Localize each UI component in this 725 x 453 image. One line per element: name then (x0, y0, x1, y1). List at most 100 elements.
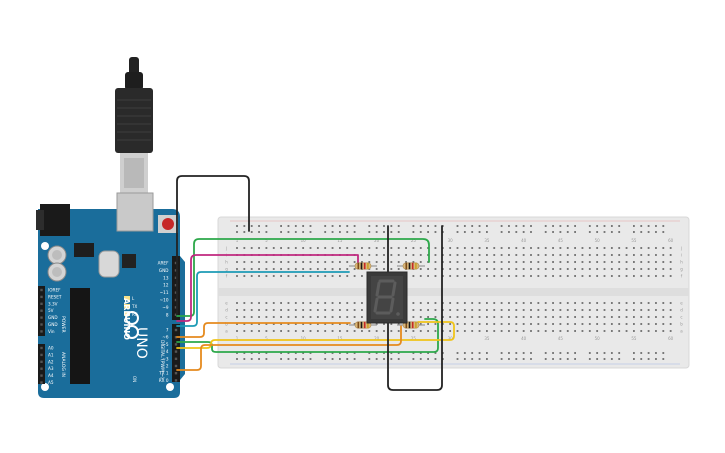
rail-hole[interactable] (463, 358, 466, 360)
rail-hole[interactable] (390, 231, 393, 233)
terminal-hole[interactable] (272, 275, 275, 277)
terminal-hole[interactable] (346, 330, 349, 332)
terminal-hole[interactable] (463, 330, 466, 332)
terminal-hole[interactable] (419, 254, 422, 256)
terminal-hole[interactable] (647, 247, 650, 249)
rail-hole[interactable] (302, 352, 305, 354)
terminal-hole[interactable] (302, 268, 305, 270)
digital-bottom-pin[interactable] (174, 357, 178, 360)
terminal-hole[interactable] (280, 275, 282, 277)
terminal-hole[interactable] (493, 309, 496, 311)
terminal-hole[interactable] (272, 323, 275, 325)
rail-hole[interactable] (287, 225, 290, 227)
terminal-hole[interactable] (596, 261, 599, 263)
terminal-hole[interactable] (530, 275, 532, 277)
rail-hole[interactable] (647, 352, 650, 354)
terminal-hole[interactable] (250, 330, 253, 332)
terminal-hole[interactable] (647, 309, 650, 311)
rail-hole[interactable] (610, 358, 613, 360)
terminal-hole[interactable] (610, 316, 613, 318)
terminal-hole[interactable] (581, 275, 584, 277)
terminal-hole[interactable] (537, 302, 540, 304)
terminal-hole[interactable] (515, 261, 518, 263)
terminal-hole[interactable] (419, 247, 422, 249)
terminal-hole[interactable] (493, 254, 496, 256)
rail-hole[interactable] (339, 225, 341, 227)
digital-bottom-pin[interactable] (174, 336, 178, 339)
terminal-hole[interactable] (596, 323, 599, 325)
terminal-hole[interactable] (280, 268, 282, 270)
terminal-hole[interactable] (603, 247, 606, 249)
rail-hole[interactable] (515, 352, 518, 354)
terminal-hole[interactable] (419, 309, 422, 311)
terminal-hole[interactable] (471, 309, 474, 311)
rail-hole[interactable] (478, 231, 481, 233)
terminal-hole[interactable] (449, 309, 452, 311)
terminal-hole[interactable] (302, 247, 305, 249)
terminal-hole[interactable] (486, 323, 488, 325)
terminal-hole[interactable] (669, 254, 672, 256)
terminal-hole[interactable] (463, 302, 466, 304)
terminal-hole[interactable] (552, 309, 554, 311)
rail-hole[interactable] (530, 358, 532, 360)
terminal-hole[interactable] (596, 275, 599, 277)
rail-hole[interactable] (258, 352, 260, 354)
terminal-hole[interactable] (633, 261, 635, 263)
rail-hole[interactable] (574, 358, 576, 360)
rail-hole[interactable] (596, 358, 599, 360)
rail-hole[interactable] (375, 352, 378, 354)
terminal-hole[interactable] (265, 316, 268, 318)
digital-top-pin[interactable] (174, 313, 178, 316)
rail-hole[interactable] (640, 358, 643, 360)
terminal-hole[interactable] (596, 316, 599, 318)
terminal-hole[interactable] (331, 247, 334, 249)
terminal-hole[interactable] (383, 247, 385, 249)
terminal-hole[interactable] (662, 316, 665, 318)
rail-hole[interactable] (559, 231, 562, 233)
terminal-hole[interactable] (530, 309, 532, 311)
terminal-hole[interactable] (272, 309, 275, 311)
rail-hole[interactable] (530, 231, 532, 233)
terminal-hole[interactable] (552, 268, 554, 270)
terminal-hole[interactable] (559, 261, 562, 263)
terminal-hole[interactable] (316, 316, 319, 318)
terminal-hole[interactable] (662, 323, 665, 325)
terminal-hole[interactable] (339, 275, 341, 277)
terminal-hole[interactable] (434, 309, 437, 311)
terminal-hole[interactable] (588, 261, 591, 263)
rail-hole[interactable] (655, 225, 657, 227)
rail-hole[interactable] (383, 225, 385, 227)
terminal-hole[interactable] (515, 330, 518, 332)
terminal-hole[interactable] (486, 247, 488, 249)
rail-hole[interactable] (339, 358, 341, 360)
terminal-hole[interactable] (544, 268, 547, 270)
digital-bottom-pin[interactable] (174, 350, 178, 353)
rail-hole[interactable] (588, 225, 591, 227)
rail-hole[interactable] (390, 352, 393, 354)
rail-hole[interactable] (618, 358, 621, 360)
terminal-hole[interactable] (655, 323, 657, 325)
terminal-hole[interactable] (258, 275, 260, 277)
terminal-hole[interactable] (515, 275, 518, 277)
rail-hole[interactable] (353, 352, 356, 354)
rail-hole[interactable] (463, 352, 466, 354)
terminal-hole[interactable] (412, 330, 415, 332)
rail-hole[interactable] (544, 358, 547, 360)
terminal-hole[interactable] (596, 254, 599, 256)
terminal-hole[interactable] (478, 254, 481, 256)
terminal-hole[interactable] (331, 261, 334, 263)
terminal-hole[interactable] (294, 247, 297, 249)
rail-hole[interactable] (294, 231, 297, 233)
terminal-hole[interactable] (405, 261, 407, 263)
rail-hole[interactable] (250, 231, 253, 233)
rail-hole[interactable] (486, 225, 488, 227)
terminal-hole[interactable] (434, 330, 437, 332)
rail-hole[interactable] (265, 225, 268, 227)
terminal-hole[interactable] (463, 323, 466, 325)
rail-hole[interactable] (236, 358, 238, 360)
terminal-hole[interactable] (419, 302, 422, 304)
terminal-hole[interactable] (280, 309, 282, 311)
terminal-hole[interactable] (618, 330, 621, 332)
terminal-hole[interactable] (324, 330, 327, 332)
terminal-hole[interactable] (353, 247, 356, 249)
